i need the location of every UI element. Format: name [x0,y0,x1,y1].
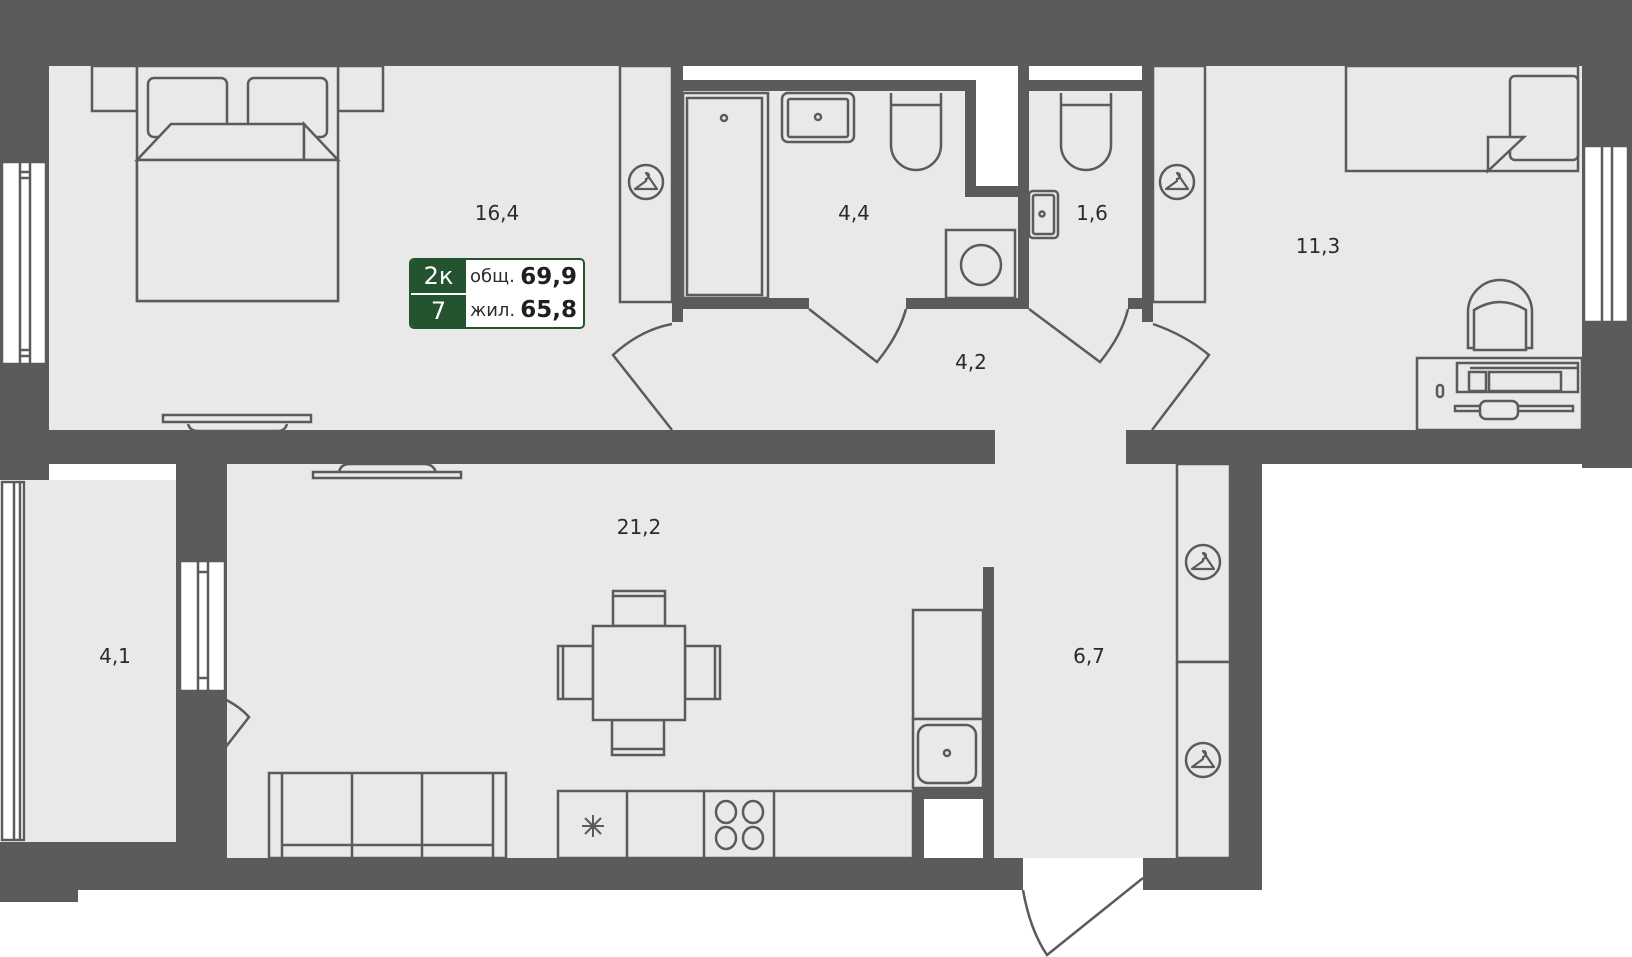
badge-right-panel: общ. 69,9 жил. 65,8 [466,260,583,327]
door-wc[interactable] [1028,307,1130,364]
area-loggia: 4,1 [99,644,131,668]
chair-desk [1466,278,1534,352]
window-loggia [0,480,26,842]
washing-machine [944,228,1017,300]
bathroom-sink [780,91,856,144]
toilet-bathroom [889,93,943,172]
interior-walls [672,66,1153,858]
total-area-value: 69,9 [520,263,577,290]
living-area-key: жил. [470,299,516,321]
bathtub [681,91,770,300]
rooms-count: 2к [423,262,454,291]
toilet-wc [1059,93,1113,172]
window-kitchen [178,559,227,693]
kitchen-column [911,608,985,790]
desk [1415,356,1584,432]
door-bedroom[interactable] [611,322,673,431]
area-hallway: 6,7 [1073,644,1105,668]
sofa [267,771,508,860]
wardrobe-bedroom [618,64,674,304]
door-loggia[interactable] [199,689,251,780]
door-children-room[interactable] [1151,322,1211,431]
wc-sink [1027,189,1060,240]
window-bedroom [0,160,48,366]
badge-left-panel: 2к 7 [411,260,466,327]
total-area-row: общ. 69,9 [470,260,577,294]
dining-table [556,589,722,757]
wardrobe-hallway [1175,462,1232,860]
total-area-key: общ. [470,266,515,288]
snowflake-icon [582,815,604,837]
kitchen-counter [556,789,915,860]
stove-icon [714,799,765,851]
area-kitchen-living-room: 21,2 [616,515,662,539]
living-area-row: жил. 65,8 [470,294,577,328]
walls [0,0,1632,902]
area-children-room: 11,3 [1295,234,1341,258]
door-entrance[interactable] [1021,877,1144,957]
door-bathroom[interactable] [808,308,908,364]
badge-divider [411,292,466,295]
area-toilet: 1,6 [1076,201,1108,225]
area-bedroom: 16,4 [474,201,520,225]
window-children-room [1582,144,1630,324]
tv-bedroom [161,413,313,433]
tv-living [311,462,463,480]
bed-single [1344,64,1580,174]
apartment-badge: 2к 7 общ. 69,9 жил. 65,8 [409,258,585,329]
floor-number: 7 [430,296,447,325]
wardrobe-children-room [1151,64,1207,304]
area-corridor: 4,2 [955,350,987,374]
living-area-value: 65,8 [520,297,577,324]
area-bathroom: 4,4 [838,201,870,225]
bed-double [90,64,385,303]
